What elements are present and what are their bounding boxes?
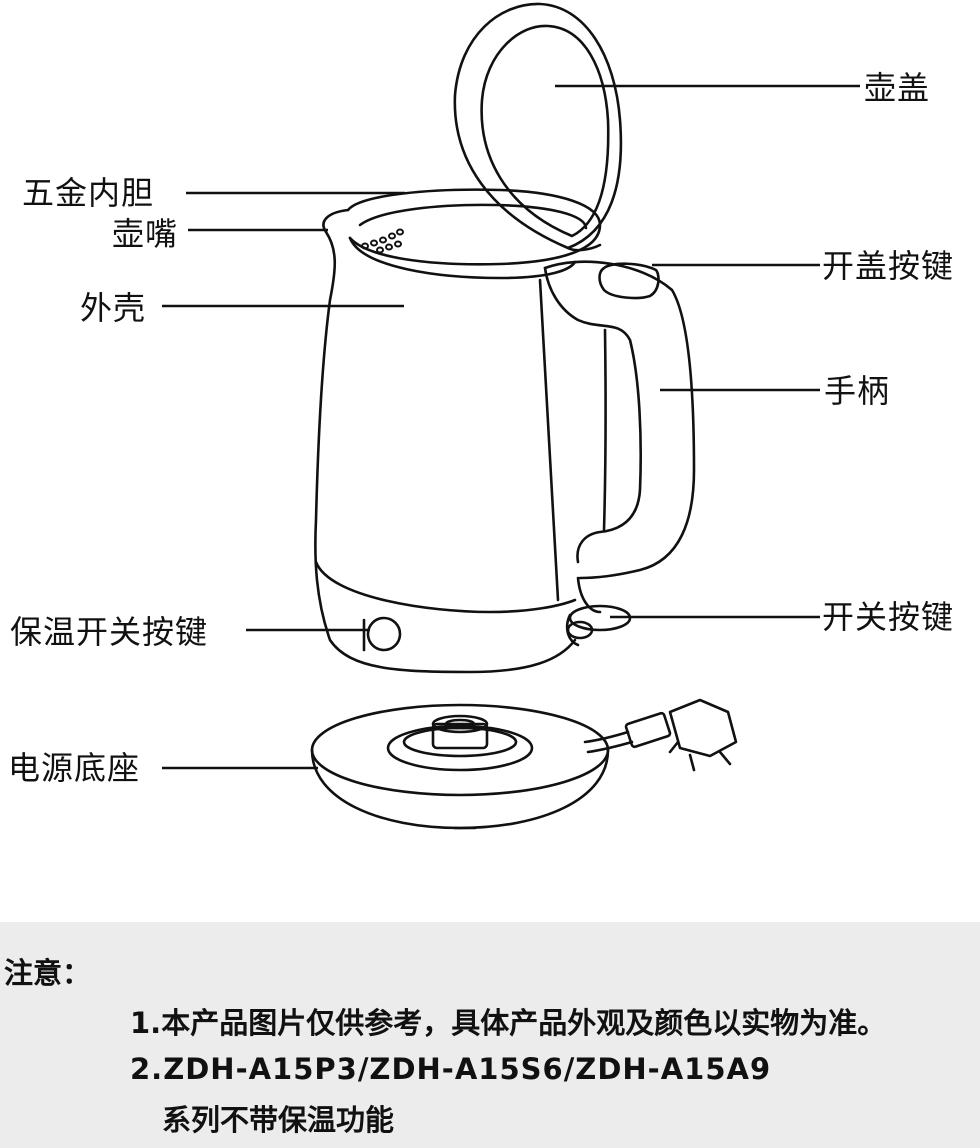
note-line-3: 系列不带保温功能	[162, 1103, 395, 1137]
kettle-diagram	[162, 2, 860, 830]
note-title: 注意：	[4, 956, 92, 990]
label-keep-warm-switch: 保温开关按键	[10, 613, 209, 651]
label-power-base: 电源底座	[8, 749, 141, 787]
note-line-2: 2.ZDH-A15P3/ZDH-A15S6/ZDH-A15A9	[130, 1052, 772, 1086]
label-power-switch: 开关按键	[822, 598, 955, 636]
note-line-1: 1.本产品图片仅供参考，具体产品外观及颜色以实物为准。	[130, 1006, 887, 1040]
label-handle: 手柄	[824, 372, 891, 410]
handle-drawing	[543, 260, 696, 614]
kettle-body-drawing	[314, 188, 602, 674]
label-spout: 壶嘴	[112, 215, 179, 253]
note-panel: 注意： 1.本产品图片仅供参考，具体产品外观及颜色以实物为准。 2.ZDH-A1…	[0, 922, 980, 1148]
plug-drawing	[583, 698, 738, 772]
label-inner-pot: 五金内胆	[22, 174, 155, 212]
power-base-drawing	[310, 703, 610, 830]
spout-holes-drawing	[361, 228, 404, 254]
label-lid: 壶盖	[864, 69, 931, 107]
label-shell: 外壳	[80, 289, 147, 327]
label-lid-button: 开盖按键	[822, 247, 955, 285]
keep-warm-button-drawing	[362, 616, 402, 652]
